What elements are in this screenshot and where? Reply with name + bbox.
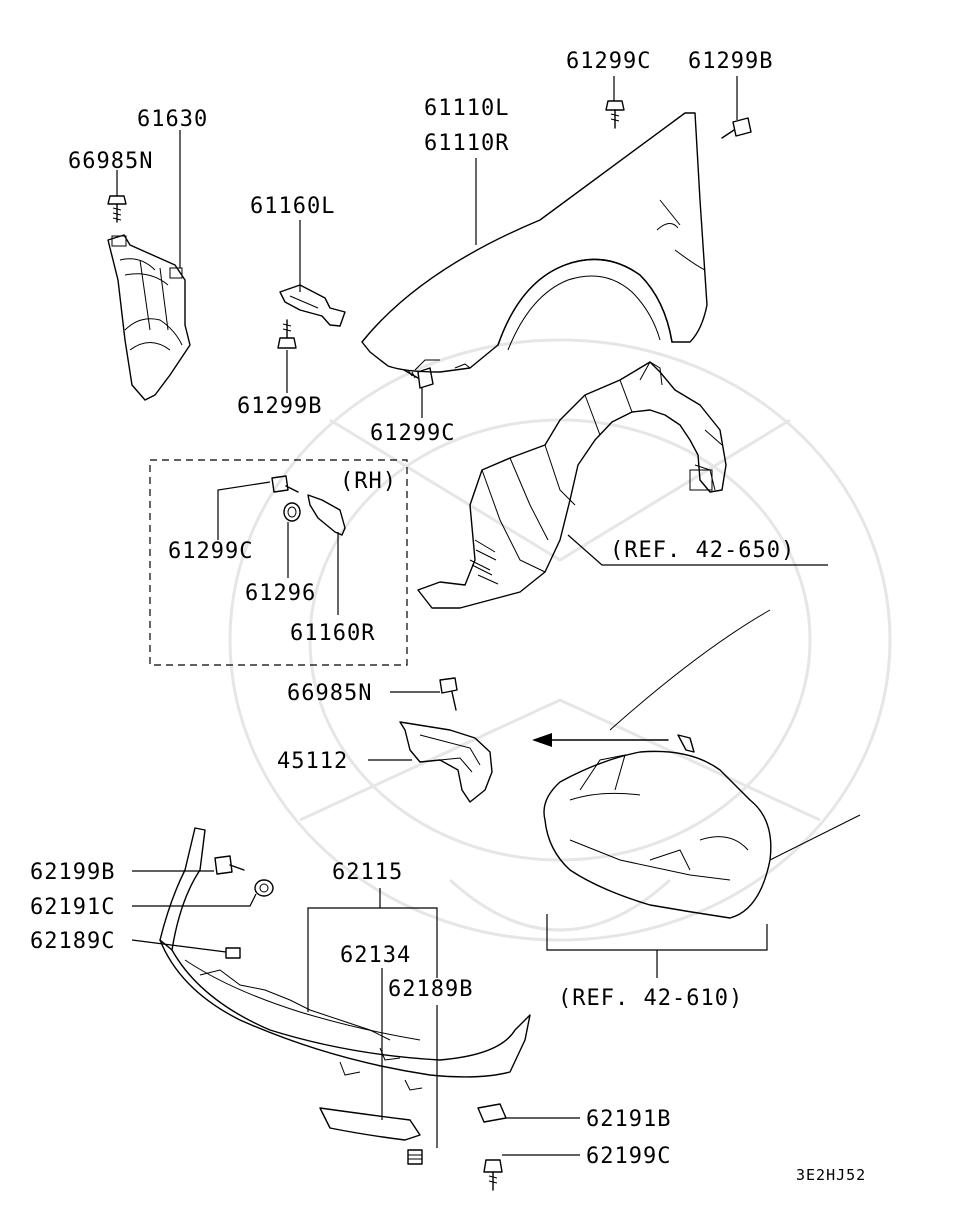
splash-shield-61630 [107, 234, 191, 401]
nut-61296 [283, 502, 301, 522]
clip-62189c [225, 947, 241, 959]
label-62199b: 62199B [30, 860, 115, 885]
label-61110r: 61110R [424, 131, 509, 156]
label-62191b: 62191B [586, 1107, 671, 1132]
label-45112: 45112 [277, 749, 348, 774]
leader-lines [116, 76, 828, 1156]
label-61110l: 61110L [424, 96, 509, 121]
bolt-61299c-top [605, 100, 625, 129]
location-arrow [532, 733, 695, 753]
bolt-62199b [214, 855, 245, 875]
bolt-61299c-mid [403, 367, 434, 389]
diagram-code: 3E2HJ52 [796, 1166, 866, 1184]
label-ref-42-610: (REF. 42-610) [558, 986, 743, 1011]
label-61299c-box: 61299C [168, 539, 253, 564]
label-66985n-mid: 66985N [287, 681, 372, 706]
bolt-62199c [483, 1159, 503, 1191]
label-61299b-left: 61299B [237, 394, 322, 419]
label-61630: 61630 [137, 107, 208, 132]
label-rh: (RH) [340, 469, 397, 494]
bolt-66985n-top [107, 195, 127, 223]
label-ref-42-650: (REF. 42-650) [610, 538, 795, 563]
label-61296: 61296 [245, 581, 316, 606]
label-62191c: 62191C [30, 895, 115, 920]
label-62189b: 62189B [388, 977, 473, 1002]
nut-62191b [477, 1103, 507, 1123]
ref-42-610-bracket [546, 914, 768, 978]
car-front-outline [543, 609, 861, 919]
clip-62189b [407, 1149, 423, 1165]
label-61160r: 61160R [290, 621, 375, 646]
label-61299b-top: 61299B [688, 49, 773, 74]
bracket-45112 [399, 721, 493, 803]
part-labels: 61630 66985N 61160L 61299B 61110L 61110R… [30, 49, 866, 1184]
label-61160l: 61160L [250, 194, 335, 219]
rh-detail-box [149, 459, 408, 666]
inner-fender-liner [417, 361, 727, 609]
screw-61299b-left [277, 319, 297, 349]
nut-62191c [254, 879, 274, 897]
label-61299c-mid: 61299C [370, 421, 455, 446]
strip-62134 [319, 1107, 421, 1141]
front-fender [361, 112, 708, 373]
label-62189c: 62189C [30, 929, 115, 954]
label-61299c-top: 61299C [566, 49, 651, 74]
bracket-61160r [307, 494, 346, 536]
bolt-66985n-mid [439, 677, 458, 711]
label-62115: 62115 [332, 860, 403, 885]
bolt-61299b-top [721, 117, 752, 139]
label-62199c: 62199C [586, 1144, 671, 1169]
label-62134: 62134 [340, 943, 411, 968]
bolt-61299c-box [271, 475, 299, 493]
bracket-61160l [279, 284, 346, 327]
label-66985n-top: 66985N [68, 149, 153, 174]
front-bumper-spoiler [159, 827, 531, 1091]
